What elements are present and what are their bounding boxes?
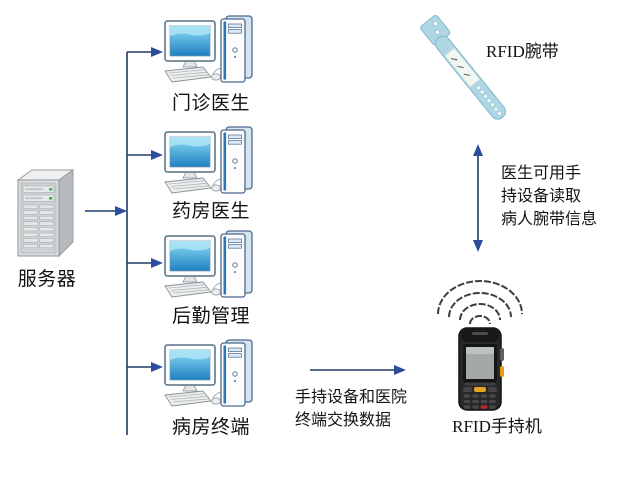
desktop-computer-icon [164,339,254,409]
wireless-signal-icon [437,280,523,325]
annotation-line: 持设备读取 [501,188,582,205]
server-label: 服务器 [17,269,77,290]
terminal-label-pharmacy: 药房医生 [171,201,250,222]
annotation-exchange-data: 手持设备和医院 终端交换数据 [295,386,407,432]
desktop-computer-icon [164,230,254,300]
rfid-wristband-icon [420,14,507,120]
annotation-line: 医生可用手 [501,165,582,182]
server-tower-icon [13,166,79,262]
rfid-handheld-icon [437,280,523,411]
annotation-read-wristband: 医生可用手 持设备读取 病人腕带信息 [501,162,597,231]
terminal-label-outpatient: 门诊医生 [171,93,250,114]
terminal-label-ward: 病房终端 [171,417,250,438]
wristband-label: RFID腕带 [486,42,559,61]
annotation-line: 病人腕带信息 [501,211,598,228]
annotation-line: 手持设备和医院 [295,389,408,406]
handheld-label: RFID手持机 [452,417,542,436]
annotation-line: 终端交换数据 [295,412,392,429]
terminal-label-logistics: 后勤管理 [171,306,250,327]
desktop-computer-icon [164,15,254,85]
desktop-computer-icon [164,126,254,196]
